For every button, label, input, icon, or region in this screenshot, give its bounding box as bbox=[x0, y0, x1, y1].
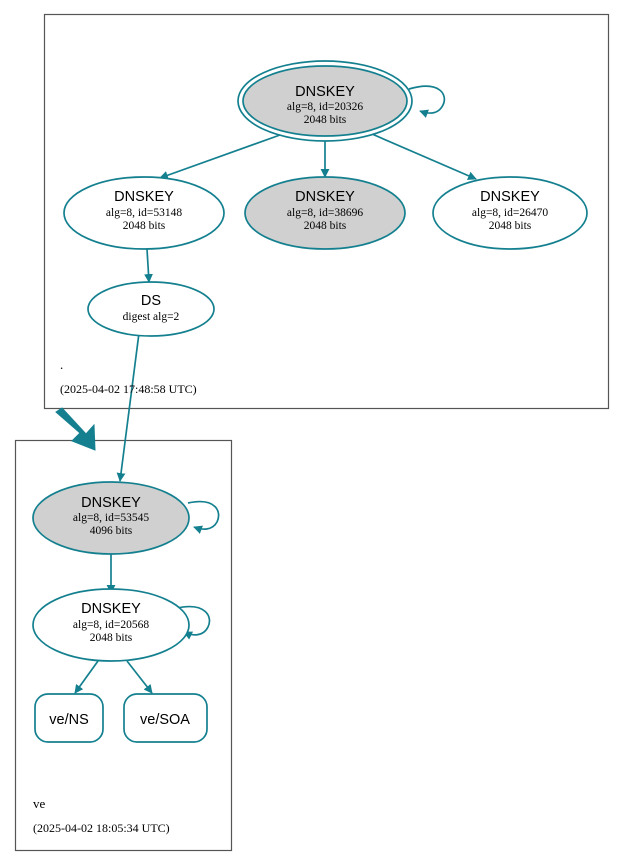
node-title: DNSKEY bbox=[81, 495, 141, 511]
cluster-root-zone-label: . bbox=[60, 357, 63, 372]
node-root-dnskey-26470[interactable]: DNSKEY alg=8, id=26470 2048 bits bbox=[432, 176, 588, 250]
edge-ve-zsk-to-ns bbox=[74, 660, 99, 694]
node-root-ds-ve[interactable]: DS digest alg=2 bbox=[87, 281, 215, 337]
node-title: DS bbox=[141, 293, 161, 309]
edge-root-ksk-to-26470 bbox=[371, 133, 477, 180]
node-ve-soa-rrset[interactable]: ve/SOA bbox=[123, 693, 208, 743]
cluster-ve-zone-label: ve bbox=[33, 796, 46, 811]
node-title: DNSKEY bbox=[480, 189, 540, 205]
node-subtitle-digest-alg: digest alg=2 bbox=[123, 311, 180, 323]
node-title: ve/NS bbox=[49, 712, 89, 728]
node-subtitle-keysize: 4096 bits bbox=[90, 525, 133, 537]
edge-group-root bbox=[116, 85, 477, 482]
node-subtitle-alg-id: alg=8, id=20326 bbox=[287, 101, 363, 113]
node-title: ve/SOA bbox=[140, 712, 190, 728]
node-ve-dnskey-20568[interactable]: DNSKEY alg=8, id=20568 2048 bits bbox=[32, 588, 190, 662]
node-root-dnskey-53148[interactable]: DNSKEY alg=8, id=53148 2048 bits bbox=[63, 176, 225, 250]
edge-selfloop-ve-zsk bbox=[176, 605, 211, 640]
node-subtitle-alg-id: alg=8, id=26470 bbox=[472, 207, 548, 219]
node-title: DNSKEY bbox=[295, 84, 355, 100]
edge-root-ksk-to-53148 bbox=[159, 134, 281, 180]
node-ve-ns-rrset[interactable]: ve/NS bbox=[34, 693, 104, 743]
node-subtitle-alg-id: alg=8, id=53148 bbox=[106, 207, 182, 219]
node-title: DNSKEY bbox=[81, 601, 141, 617]
node-ve-dnskey-53545[interactable]: DNSKEY alg=8, id=53545 4096 bits bbox=[32, 481, 190, 555]
node-subtitle-keysize: 2048 bits bbox=[90, 632, 133, 644]
node-subtitle-keysize: 2048 bits bbox=[123, 220, 166, 232]
cluster-ve-timestamp: (2025-04-02 18:05:34 UTC) bbox=[33, 821, 170, 835]
node-root-dnskey-20326[interactable]: DNSKEY alg=8, id=20326 2048 bits bbox=[237, 60, 413, 142]
node-root-dnskey-38696[interactable]: DNSKEY alg=8, id=38696 2048 bits bbox=[244, 176, 406, 250]
edge-selfloop-ve-ksk bbox=[187, 500, 220, 534]
edge-selfloop-root-ksk bbox=[408, 85, 446, 118]
cluster-root-timestamp: (2025-04-02 17:48:58 UTC) bbox=[60, 382, 197, 396]
node-subtitle-alg-id: alg=8, id=20568 bbox=[73, 619, 149, 631]
edge-ve-zsk-to-soa bbox=[126, 660, 153, 694]
node-subtitle-keysize: 2048 bits bbox=[304, 220, 347, 232]
node-subtitle-alg-id: alg=8, id=38696 bbox=[287, 207, 363, 219]
node-title: DNSKEY bbox=[114, 189, 174, 205]
node-title: DNSKEY bbox=[295, 189, 355, 205]
node-subtitle-keysize: 2048 bits bbox=[304, 114, 347, 126]
node-subtitle-alg-id: alg=8, id=53545 bbox=[73, 512, 149, 524]
edge-ds-to-ve-ksk bbox=[116, 332, 140, 482]
node-subtitle-keysize: 2048 bits bbox=[489, 220, 532, 232]
edge-delegation-root-to-ve bbox=[55, 407, 96, 451]
edge-group-ve bbox=[74, 500, 220, 694]
edge-53148-to-ds bbox=[144, 248, 153, 283]
